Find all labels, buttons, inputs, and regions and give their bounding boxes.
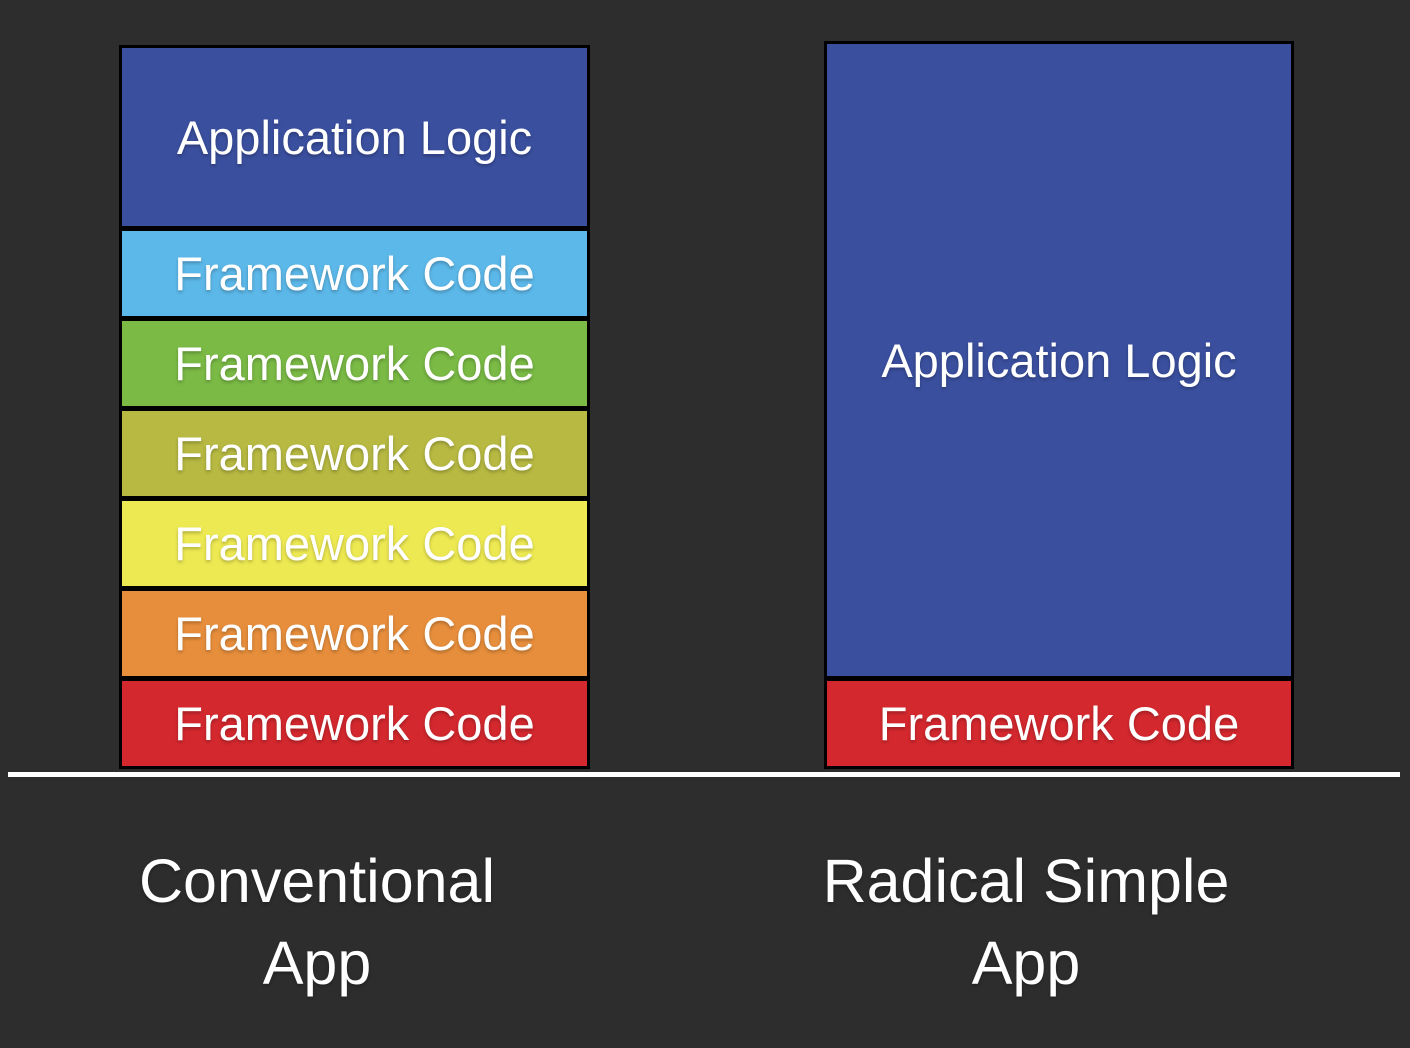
framework-code-label: Framework Code [174,337,535,390]
application-logic-label: Application Logic [176,110,533,164]
framework-code-label: Framework Code [174,517,535,570]
framework-code-box: Framework Code [122,681,587,766]
framework-code-box: Framework Code [122,231,587,316]
radical-simple-app-stack: Application Logic Framework Code [824,41,1294,769]
caption-line: App [971,929,1081,997]
framework-code-label: Framework Code [174,247,535,300]
radical-simple-app-caption: Radical Simple App [766,840,1286,1004]
framework-code-box: Framework Code [122,411,587,496]
conventional-app-caption: Conventional App [57,840,577,1004]
caption-line: Conventional [138,847,496,915]
caption-line: App [262,929,372,997]
framework-code-box: Framework Code [122,501,587,586]
caption-line: Radical Simple [822,847,1230,915]
framework-code-label: Framework Code [878,697,1240,750]
conventional-app-stack: Application Logic Framework Code Framewo… [119,45,590,769]
framework-code-box: Framework Code [122,591,587,676]
application-logic-box: Application Logic [827,44,1291,676]
application-logic-box: Application Logic [122,48,587,226]
framework-code-label: Framework Code [174,697,535,750]
framework-code-box: Framework Code [827,681,1291,766]
baseline-divider [8,772,1400,777]
framework-code-label: Framework Code [174,427,535,480]
application-logic-label: Application Logic [881,333,1237,387]
framework-code-label: Framework Code [174,607,535,660]
framework-code-box: Framework Code [122,321,587,406]
